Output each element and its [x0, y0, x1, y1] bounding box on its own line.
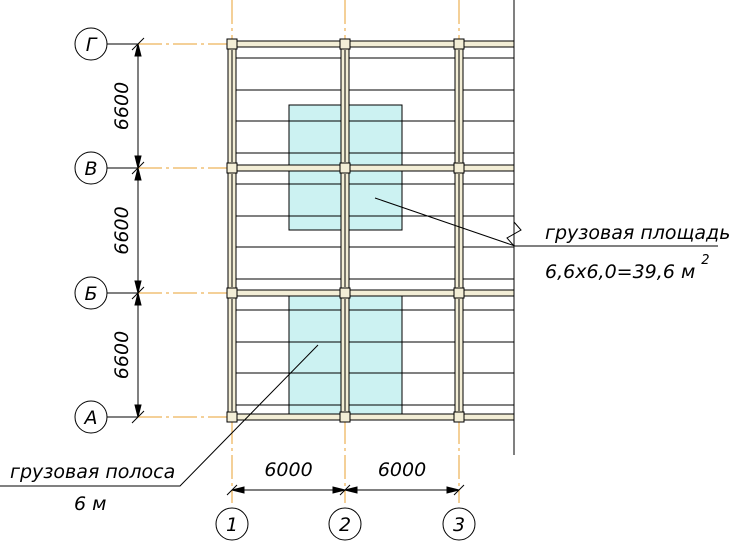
cargo-strip-leader	[0, 344, 319, 487]
row-axis-label: Г	[86, 34, 98, 56]
column-axis-label: 2	[339, 514, 351, 536]
column-node	[453, 162, 465, 174]
girder	[231, 413, 515, 421]
joists	[232, 57, 514, 406]
column-axis-bubble	[215, 507, 249, 541]
dimension-arrow	[134, 167, 142, 181]
annotations: грузовая площадь 6,6х6,0=39,6 м2 грузова…	[0, 197, 730, 515]
dimension-arrow	[134, 280, 142, 294]
cargo-strip-value: 6 м	[74, 493, 106, 515]
axis-bubbles: Г В Б А 1 2 3	[74, 27, 476, 541]
cargo-area-title: грузовая площадь	[545, 222, 730, 244]
girder	[231, 164, 515, 172]
dimension-lines	[131, 37, 465, 496]
dimension-arrow	[344, 486, 358, 494]
cargo-area-leader	[374, 197, 718, 247]
dimension-labels: 6600 6600 6600 6000 6000	[111, 82, 426, 481]
column-node	[226, 411, 238, 423]
girder	[231, 289, 515, 297]
column-axis-bubble	[328, 507, 362, 541]
dimension-arrow	[134, 404, 142, 418]
horizontal-dimension-label: 6000	[378, 459, 426, 481]
column-axis-bubble	[442, 507, 476, 541]
row-axis-label: В	[84, 158, 97, 180]
column-node	[453, 411, 465, 423]
horizontal-dimension-label: 6000	[264, 459, 312, 481]
cargo-strip-title: грузовая полоса	[10, 461, 175, 483]
column-node	[339, 162, 351, 174]
column-node	[339, 38, 351, 50]
dimension-arrow	[231, 486, 245, 494]
vertical-dimension-label: 6600	[111, 82, 133, 130]
wall-break-mark	[506, 221, 522, 247]
dimension-arrow	[446, 486, 460, 494]
column-node	[226, 287, 238, 299]
row-axis-label: А	[83, 407, 98, 429]
column-node	[453, 38, 465, 50]
vertical-dimension-label: 6600	[111, 206, 133, 254]
girder	[231, 40, 515, 48]
cargo-area-superscript: 2	[701, 253, 709, 268]
column-axis-label: 1	[226, 514, 238, 536]
column-node	[226, 162, 238, 174]
column-node	[339, 287, 351, 299]
column-node	[339, 411, 351, 423]
row-axis-label: Б	[84, 283, 97, 305]
column-node	[226, 38, 238, 50]
column-node	[453, 287, 465, 299]
columns	[226, 38, 465, 423]
dimension-arrow	[134, 43, 142, 57]
dimension-arrow	[332, 486, 346, 494]
cargo-area-formula: 6,6х6,0=39,6 м2	[545, 253, 710, 283]
beams	[227, 40, 515, 421]
dimension-arrow	[134, 292, 142, 306]
vertical-dimension-label: 6600	[111, 331, 133, 379]
column-axis-label: 3	[453, 514, 465, 536]
dimension-arrow	[134, 155, 142, 169]
walls	[506, 0, 522, 455]
